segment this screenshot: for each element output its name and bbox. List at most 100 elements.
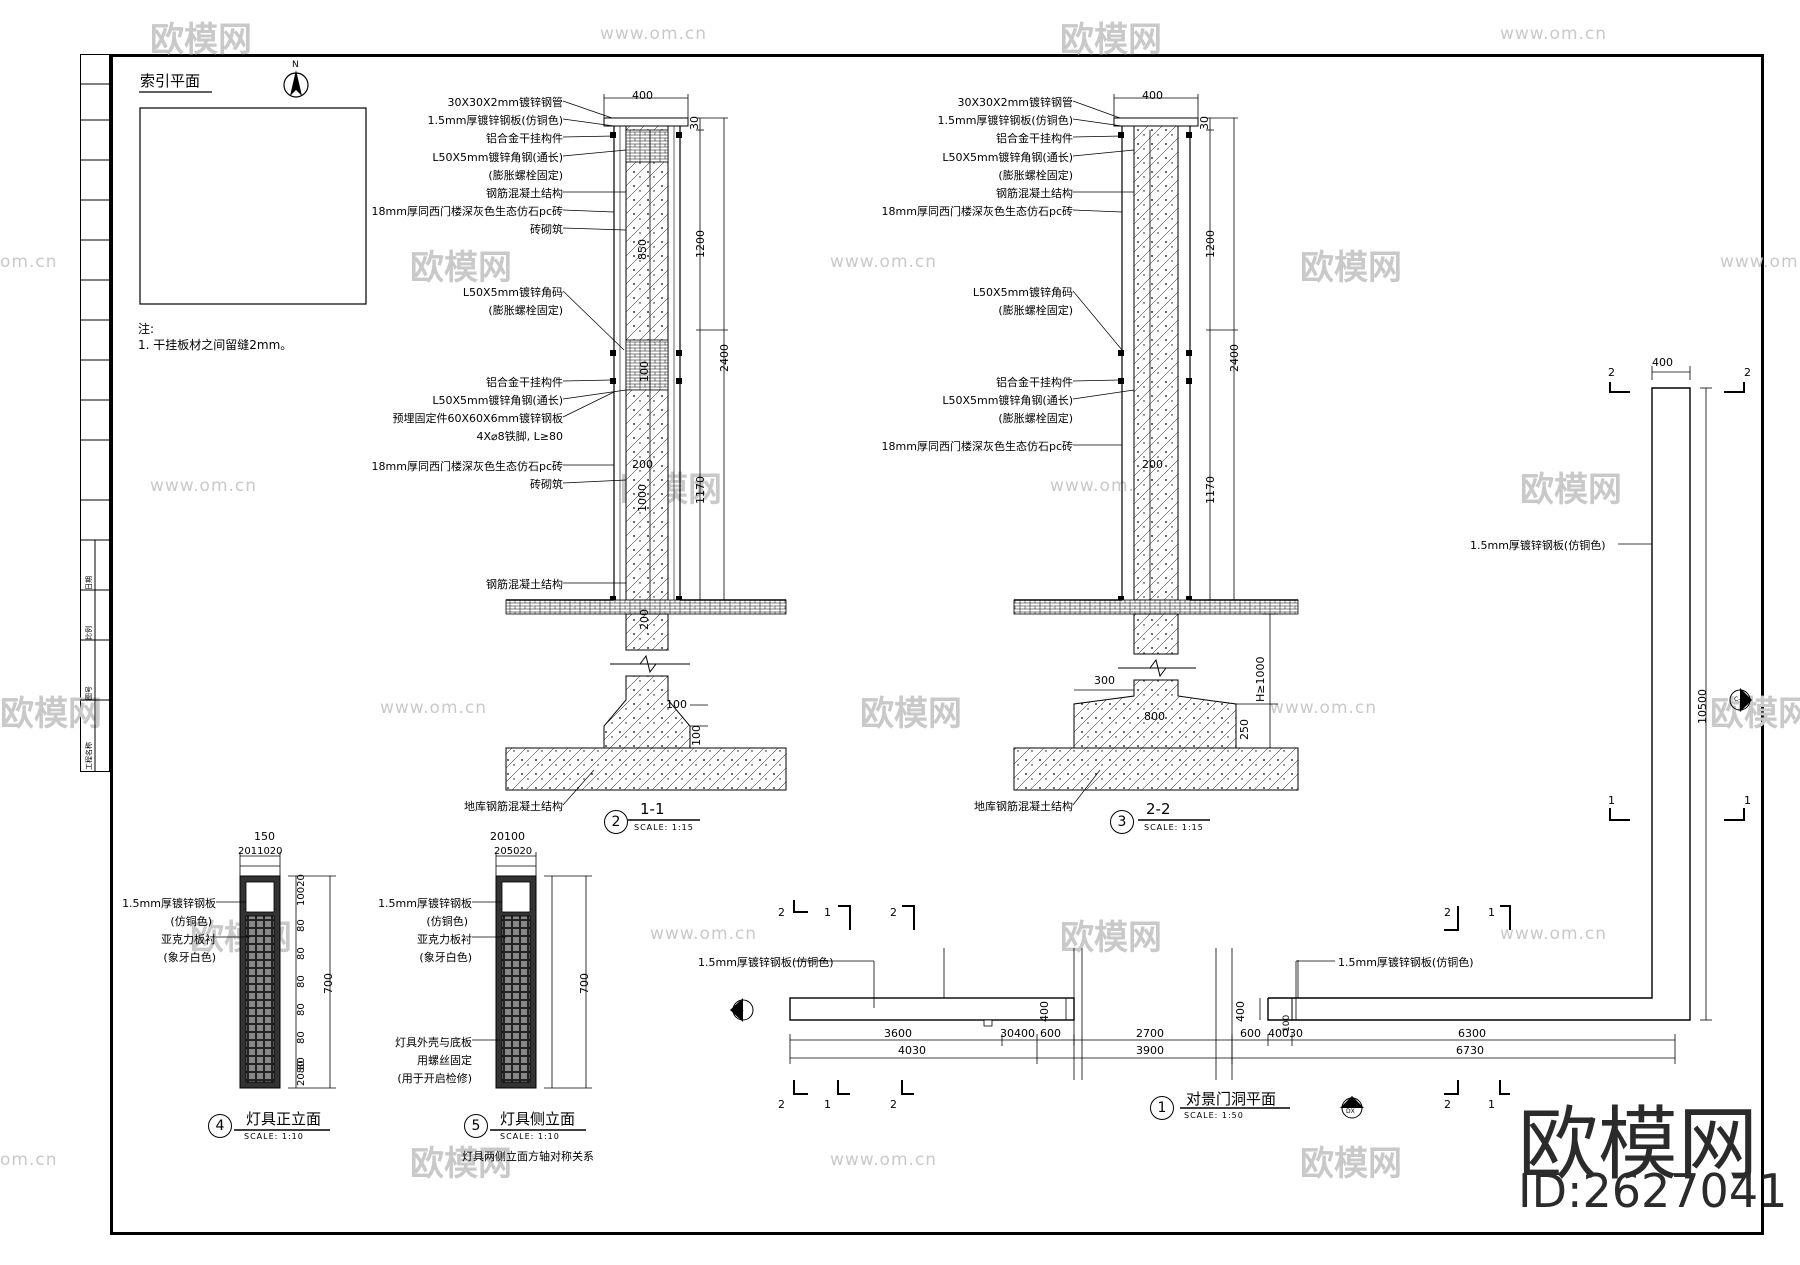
plan-dim: 600: [1240, 1027, 1261, 1040]
section-2-2: [1013, 94, 1299, 806]
s2-label: 18mm厚同西门楼深灰色生态仿石pc砖: [881, 440, 1073, 453]
plan-dim: 6300: [1458, 1027, 1486, 1040]
plan-view-title: 对景门洞平面: [1186, 1090, 1277, 1108]
lamp-front-vdim: 10020: [296, 874, 307, 906]
lamp-front-label: 亚克力板衬: [161, 933, 216, 946]
watermark-url: www.om.cn: [1720, 252, 1800, 272]
s2-label: 地库钢筋混凝土结构: [974, 800, 1073, 813]
s2-dim-300: 300: [1094, 674, 1115, 687]
plan-cut-mark: 1: [824, 906, 831, 919]
plan-dim: 2700: [1136, 1027, 1164, 1040]
watermark-url: www.om.cn: [830, 1150, 938, 1170]
watermark-brand: 欧模网: [410, 1144, 512, 1184]
watermark-brand: 欧模网: [1060, 20, 1162, 60]
watermark-brand: 欧模网: [1060, 918, 1162, 958]
s2-label: L50X5mm镀锌角钢(通长): [942, 394, 1073, 407]
lamp-front-label: (仿铜色): [170, 915, 212, 928]
lamp-front-view-tag: 4: [208, 1114, 232, 1138]
s1-top-dim: 400: [632, 89, 653, 102]
door-opening-plan: [730, 366, 1752, 1119]
watermark-url: www.om.cn: [1500, 924, 1608, 944]
plan-vdim: 400: [1234, 1001, 1247, 1022]
title-block-cell: 日期: [85, 576, 93, 590]
s1-label: (膨胀螺栓固定): [488, 304, 563, 317]
s1-label: 砖砌筑: [530, 478, 563, 491]
plan-dim: 4030: [898, 1044, 926, 1057]
plan-cut-mark: 1: [1488, 906, 1495, 919]
lamp-side-scale: SCALE: 1:10: [500, 1132, 560, 1141]
plan-label-left: 1.5mm厚镀锌钢板(仿铜色): [698, 956, 834, 969]
lamp-front-title: 灯具正立面: [246, 1110, 322, 1128]
watermark-url: www.om.cn: [380, 698, 488, 718]
watermark-url: om.cn: [0, 252, 58, 272]
watermark-brand: 欧模网: [860, 694, 962, 734]
s2-label: 1.5mm厚镀锌钢板(仿铜色): [937, 114, 1073, 127]
s2-view-scale: SCALE: 1:15: [1144, 823, 1204, 832]
s2-vdim: 250: [1238, 719, 1251, 740]
watermark-url: om.cn: [0, 1150, 58, 1170]
plan-ref-tag: C-1: [734, 1006, 745, 1013]
s2-view-title: 2-2: [1146, 800, 1171, 818]
plan-cut-mark: 2: [778, 906, 785, 919]
s1-vdim: 100: [690, 725, 703, 746]
lamp-side-label: 用螺丝固定: [417, 1054, 472, 1067]
lamp-front-vdim: 80: [296, 1031, 307, 1044]
lamp-side-label: 1.5mm厚镀锌钢板: [378, 897, 472, 910]
note-heading: 注:: [138, 322, 155, 336]
s2-label: (膨胀螺栓固定): [998, 412, 1073, 425]
s1-view-number: 2: [604, 810, 628, 834]
plan-vdim: 400: [1038, 1001, 1051, 1022]
s2-label: 30X30X2mm镀锌钢管: [957, 96, 1074, 109]
s1-vdim: 1170: [694, 476, 707, 504]
watermark-brand: 欧模网: [1300, 1144, 1402, 1184]
plan-ref-tag: C-1: [1734, 696, 1745, 703]
watermark-url: www.om.cn: [1050, 476, 1158, 496]
s1-vdim: 850: [636, 239, 649, 260]
watermark-brand: 欧模网: [1520, 470, 1622, 510]
s2-label: (膨胀螺栓固定): [998, 169, 1073, 182]
s1-label: 钢筋混凝土结构: [486, 187, 563, 200]
lamp-side-title: 灯具侧立面: [500, 1110, 576, 1128]
s2-dim-800: 800: [1144, 710, 1165, 723]
s2-view-tag: 3: [1110, 810, 1134, 834]
s2-top-dim: 400: [1142, 89, 1163, 102]
s2-dim-200: 200: [1142, 458, 1163, 471]
plan-cut-mark: 2: [1608, 366, 1615, 379]
lamp-side-label: 亚克力板衬: [417, 933, 472, 946]
s1-vdim: 30: [688, 116, 701, 130]
index-plan-title: 索引平面: [140, 72, 201, 90]
plan-cut-mark: 2: [1444, 1098, 1451, 1111]
s1-label: 预埋固定件60X60X6mm镀锌钢板: [392, 412, 564, 425]
lamp-side-label: 灯具外壳与底板: [395, 1036, 472, 1049]
lamp-side-view-tag: 5: [464, 1114, 488, 1138]
watermark-url: www.om.cn: [600, 24, 708, 44]
plan-cut-mark: 1: [1744, 794, 1751, 807]
lamp-side-label: (仿铜色): [426, 915, 468, 928]
plan-vdim: 10500: [1696, 689, 1709, 724]
plan-cut-mark: 1: [824, 1098, 831, 1111]
s2-label: 铝合金干挂构件: [996, 132, 1073, 145]
plan-label-vertical: 1.5mm厚镀锌钢板(仿铜色): [1470, 539, 1606, 552]
s1-label: 4X⌀8铁脚, L≥80: [476, 430, 564, 443]
lamp-front-vdim: 80: [296, 975, 307, 988]
s1-label: 铝合金干挂构件: [486, 132, 563, 145]
note-1: 1. 干挂板材之间留缝2mm。: [138, 338, 293, 352]
s1-label: 1.5mm厚镀锌钢板(仿铜色): [427, 114, 563, 127]
plan-dim: 6730: [1456, 1044, 1484, 1057]
title-block-cell: 比例: [85, 626, 93, 640]
plan-dim: 3600: [884, 1027, 912, 1040]
plan-cut-mark: 2: [890, 906, 897, 919]
plan-dim-400: 400: [1652, 356, 1673, 369]
lamp-side-vdim: 700: [578, 973, 591, 994]
watermark-url: www.om.cn: [1270, 698, 1378, 718]
s1-label: 18mm厚同西门楼深灰色生态仿石pc砖: [371, 460, 563, 473]
plan-cut-mark: 2: [778, 1098, 785, 1111]
s2-vdim: 1200: [1204, 230, 1217, 258]
s2-label: 铝合金干挂构件: [996, 376, 1073, 389]
s1-label: 30X30X2mm镀锌钢管: [447, 96, 564, 109]
lamp-front-dim: 2011020: [238, 846, 283, 857]
s1-label: 地库钢筋混凝土结构: [464, 800, 563, 813]
s2-label: (膨胀螺栓固定): [998, 304, 1073, 317]
plan-dim: 30400: [1000, 1027, 1035, 1040]
